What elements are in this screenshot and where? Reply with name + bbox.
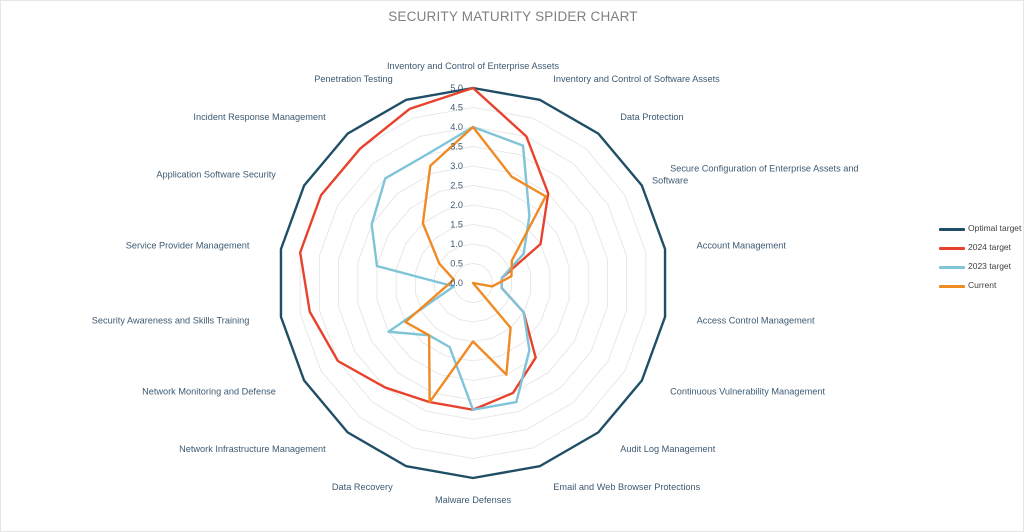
radial-tick-label: 3.5	[450, 142, 463, 152]
legend-item-label: 2023 target	[968, 261, 1012, 271]
legend-color-swatch	[939, 228, 965, 231]
category-axis-label: Email and Web Browser Protections	[553, 482, 700, 492]
category-axis-label: Account Management	[697, 240, 787, 250]
legend-item[interactable]: Current	[939, 280, 1023, 291]
legend-color-swatch	[939, 285, 965, 288]
category-axis-label: Application Software Security	[156, 170, 276, 180]
radar-plot-area: 0.0 0.5 1.0 1.5 2.0 2.5 3.0 3.5 4.0 4.5 5.0 Invento…	[1, 1, 941, 531]
category-axis-label: Access Control Management	[697, 316, 815, 326]
legend-color-swatch	[939, 266, 965, 269]
grid-ring	[453, 263, 493, 303]
category-axis-label: Network Infrastructure Management	[179, 444, 326, 454]
category-axis-label: Penetration Testing	[314, 74, 393, 84]
legend-item[interactable]: 2023 target	[939, 261, 1023, 272]
radial-axis-ticks: 0.0 0.5 1.0 1.5 2.0 2.5 3.0 3.5 4.0 4.5 5.0	[450, 83, 463, 288]
category-labels: Inventory and Control of Enterprise Asse…	[92, 61, 859, 505]
radial-tick-label: 1.0	[450, 239, 463, 249]
radial-tick-label: 4.5	[450, 103, 463, 113]
category-axis-label: Continuous Vulnerability Management	[670, 387, 825, 397]
grid-ring	[376, 185, 570, 381]
category-axis-label: Service Provider Management	[126, 240, 250, 250]
category-axis-label: Data Protection	[620, 112, 683, 122]
legend-color-swatch	[939, 247, 965, 250]
category-axis-label: Audit Log Management	[620, 444, 715, 454]
category-axis-label: Inventory and Control of Enterprise Asse…	[387, 61, 560, 71]
radial-tick-label: 5.0	[450, 83, 463, 93]
legend-item[interactable]: 2024 target	[939, 242, 1023, 253]
category-axis-label: Inventory and Control of Software Assets	[553, 74, 720, 84]
radial-tick-label: 1.5	[450, 220, 463, 230]
radial-tick-label: 4.0	[450, 122, 463, 132]
radial-tick-label: 0.5	[450, 259, 463, 269]
category-axis-label: Malware Defenses	[435, 495, 511, 505]
radar-series-group	[279, 86, 667, 480]
category-axis-label: Security Awareness and Skills Training	[92, 316, 250, 326]
category-axis-label: Network Monitoring and Defense	[142, 387, 276, 397]
grid-ring	[318, 126, 628, 440]
series-line-2023-target[interactable]	[370, 125, 531, 411]
category-axis-label: Data Recovery	[332, 482, 393, 492]
series-line-optimal-target[interactable]	[279, 86, 667, 480]
category-axis-label: Secure Configuration of Enterprise Asset…	[652, 164, 859, 186]
radial-tick-label: 0.0	[450, 278, 463, 288]
series-line-2024-target[interactable]	[298, 86, 550, 411]
radar-chart-svg: 0.0 0.5 1.0 1.5 2.0 2.5 3.0 3.5 4.0 4.5 5.0 Invento…	[92, 61, 859, 505]
legend-item-label: Current	[968, 280, 997, 290]
page-title: SECURITY MATURITY SPIDER CHART	[388, 9, 638, 24]
legend-item-label: Optimal target	[968, 223, 1022, 233]
category-axis-label: Incident Response Management	[193, 112, 326, 122]
legend-item-label: 2024 target	[968, 242, 1012, 252]
radial-tick-label: 2.5	[450, 181, 463, 191]
radial-tick-label: 2.0	[450, 200, 463, 210]
grid-ring	[338, 146, 608, 420]
radial-tick-label: 3.0	[450, 161, 463, 171]
series-line-current[interactable]	[404, 125, 547, 404]
legend-item[interactable]: Optimal target	[939, 223, 1023, 234]
